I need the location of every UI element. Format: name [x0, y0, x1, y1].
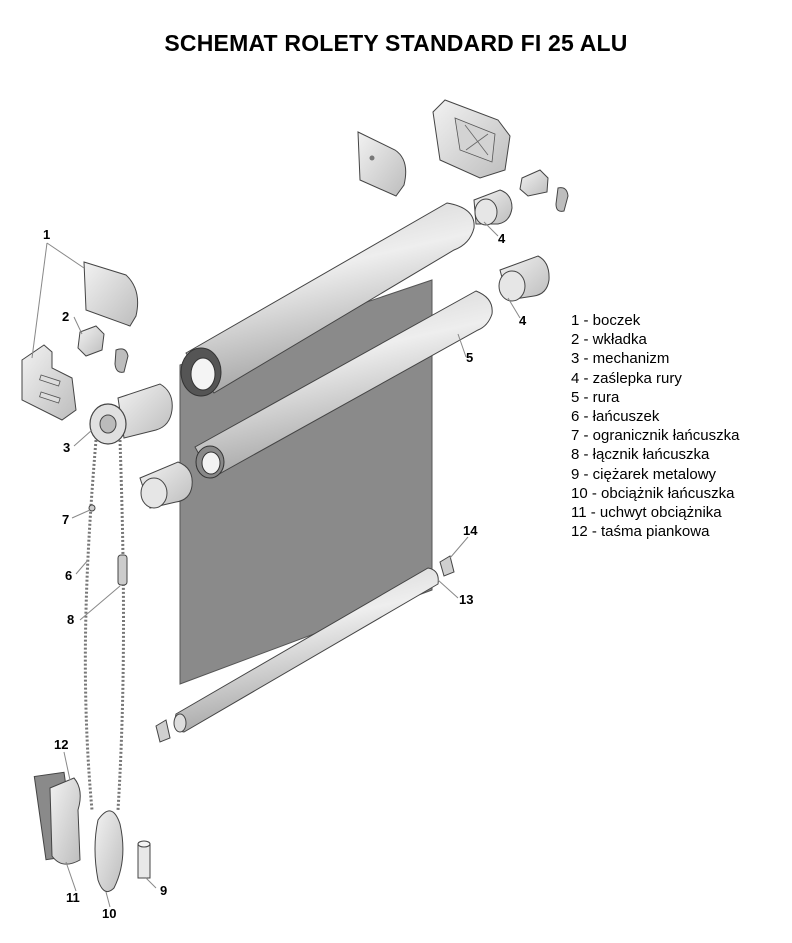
callout-14: 14 — [463, 523, 478, 538]
callout-1: 1 — [43, 227, 51, 242]
callout-3: 3 — [63, 440, 71, 455]
callout-6: 6 — [65, 568, 73, 583]
right-insert — [519, 169, 549, 197]
right-bracket — [432, 99, 511, 179]
callout-4-lower: 4 — [519, 313, 527, 328]
callout-5: 5 — [466, 350, 474, 365]
legend-item: 2 - wkładka — [571, 331, 647, 349]
main-tube — [180, 202, 475, 397]
legend-item: 7 - ogranicznik łańcuszka — [571, 427, 740, 445]
legend-item: 3 - mechanizm — [571, 350, 670, 368]
bottom-rail — [173, 567, 439, 733]
legend-item: 6 - łańcuszek — [571, 408, 660, 426]
tube-plug-left — [139, 461, 193, 509]
weight-holder — [49, 777, 81, 865]
callout-7: 7 — [62, 512, 70, 527]
leader-lines — [31, 221, 521, 908]
chain-connector — [117, 554, 128, 586]
legend-item: 11 - uchwyt obciążnika — [571, 504, 722, 522]
chain — [83, 439, 125, 811]
left-end-cap — [83, 261, 139, 327]
right-small-clip — [555, 187, 569, 212]
tube-plug-upper — [473, 189, 513, 226]
left-insert — [77, 325, 105, 357]
legend-item: 10 - obciążnik łańcuszka — [571, 484, 735, 502]
legend-item: 1 - boczek — [571, 312, 641, 329]
left-bracket — [21, 344, 77, 421]
legend-item: 5 - rura — [571, 388, 620, 406]
callout-8: 8 — [67, 612, 75, 627]
diagram-title: SCHEMAT ROLETY STANDARD FI 25 ALU — [164, 30, 628, 56]
callout-4-upper: 4 — [498, 231, 506, 246]
tube-plug-lower — [498, 255, 550, 302]
chain-stop — [88, 504, 96, 512]
bottom-rail-end-left — [155, 719, 171, 743]
left-small-clip — [114, 348, 129, 373]
legend-item: 9 - ciężarek metalowy — [571, 465, 717, 483]
metal-weight — [137, 840, 151, 879]
legend-item: 12 - taśma piankowa — [571, 523, 710, 541]
chain-weight — [94, 810, 124, 893]
right-end-cap-hole — [369, 155, 375, 161]
callout-12: 12 — [54, 737, 69, 752]
chain-mechanism — [89, 383, 173, 445]
callout-2: 2 — [62, 309, 70, 324]
bottom-rail-end-right — [439, 555, 455, 577]
legend-item: 8 - łącznik łańcuszka — [571, 446, 710, 464]
right-end-cap — [357, 131, 407, 197]
callout-13: 13 — [459, 592, 474, 607]
callout-11: 11 — [66, 890, 80, 905]
legend-item: 4 - zaślepka rury — [571, 369, 682, 387]
callout-9: 9 — [160, 883, 168, 898]
callout-10: 10 — [102, 906, 117, 921]
parts-legend: 1 - boczek 2 - wkładka 3 - mechanizm 4 -… — [571, 311, 739, 541]
weight-tube — [194, 290, 493, 479]
